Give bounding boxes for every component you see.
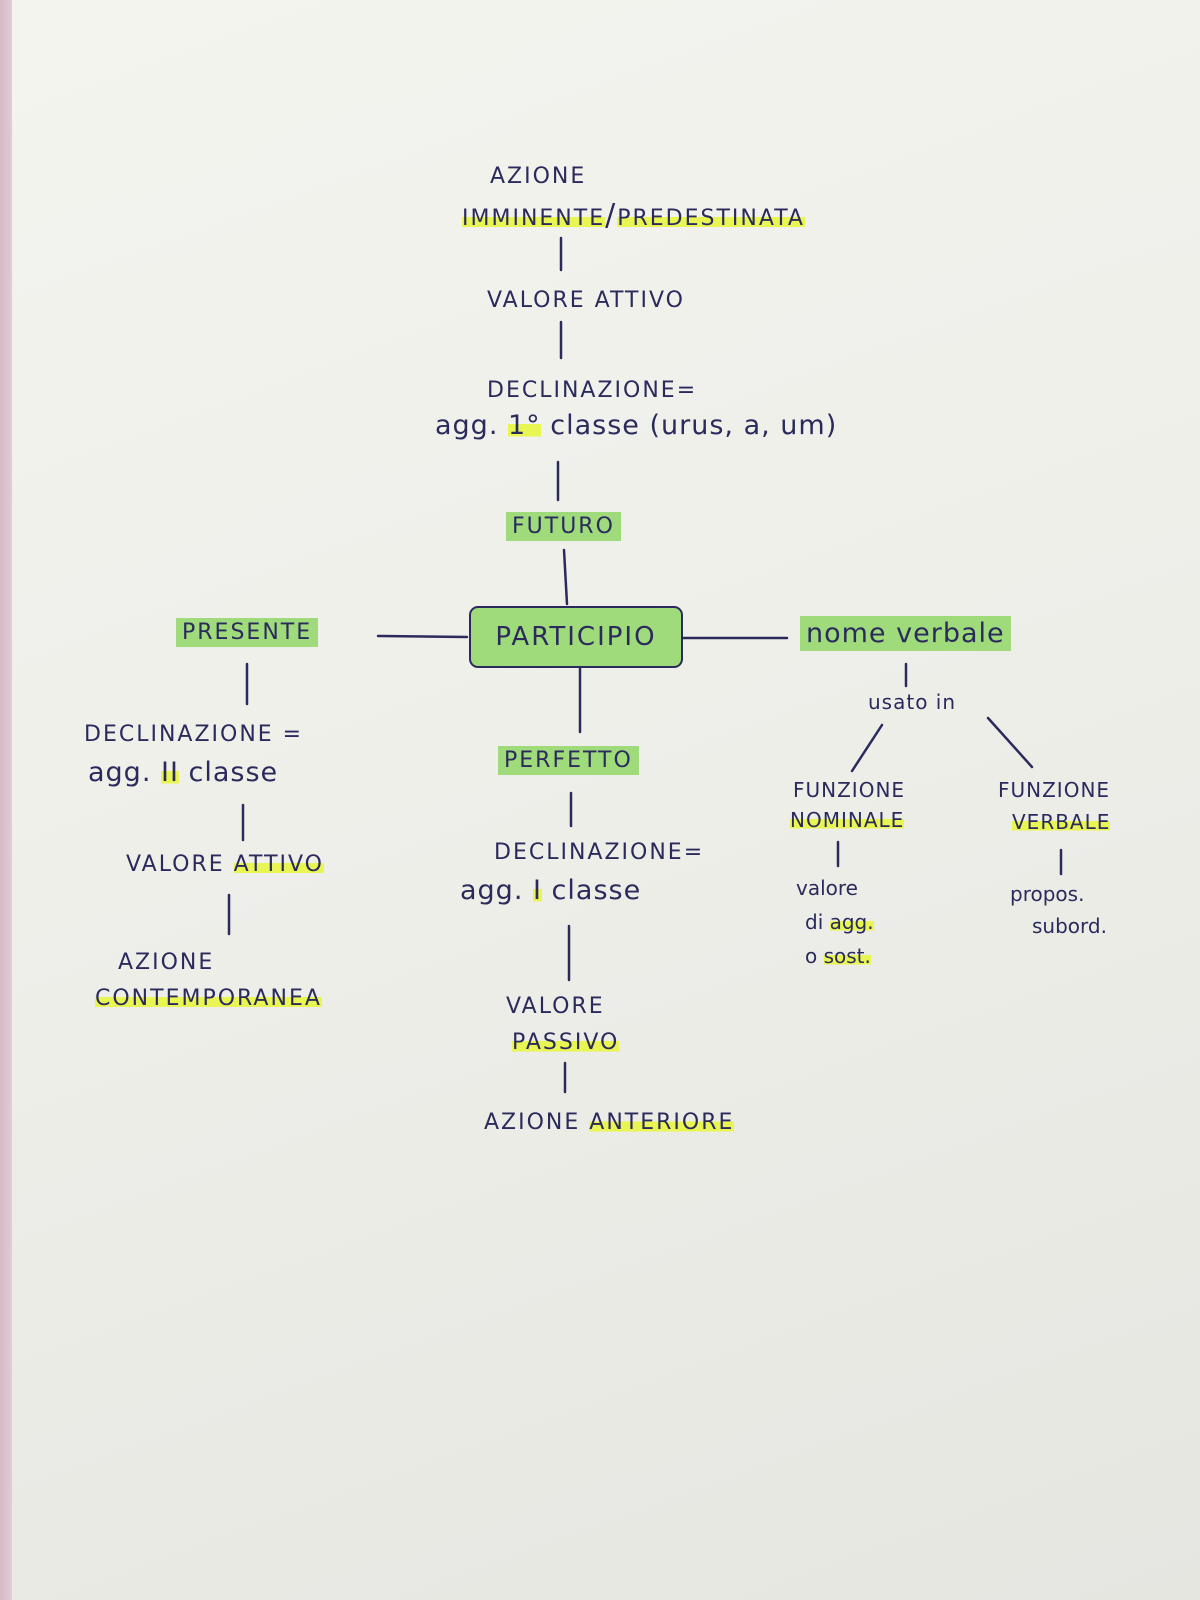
presente-azione-title: AZIONE <box>118 950 215 975</box>
futuro-azione-value: IMMINENTE/PREDESTINATA <box>462 198 805 234</box>
presente-declinazione-title: DECLINAZIONE = <box>84 722 304 747</box>
nominale-desc-line-2: di agg. <box>805 910 874 934</box>
perfetto-declinazione-agg: agg. <box>460 875 533 906</box>
nome-verbale-label: nome verbale <box>800 616 1011 651</box>
funzione-nominale-title: FUNZIONE <box>793 778 906 802</box>
participio-center-node: PARTICIPIO <box>469 606 683 668</box>
perfetto-valore-title: VALORE <box>506 994 605 1019</box>
slash-divider: / <box>605 198 618 233</box>
presente-declinazione-agg: agg. <box>88 757 161 788</box>
presente-azione-contemporanea: CONTEMPORANEA <box>95 986 322 1011</box>
perfetto-declinazione-classe-num: I <box>533 875 542 906</box>
perfetto-azione: AZIONE ANTERIORE <box>484 1110 735 1136</box>
futuro-azione-predestinata: PREDESTINATA <box>617 206 805 231</box>
presente-label-text: PRESENTE <box>176 618 319 647</box>
paper-edge <box>0 0 14 1600</box>
funzione-nominale-value: NOMINALE <box>790 808 905 832</box>
funzione-nominale-text: NOMINALE <box>790 808 905 832</box>
verbale-desc-line-2: subord. <box>1032 914 1107 938</box>
presente-azione-value: CONTEMPORANEA <box>95 986 322 1012</box>
nome-verbale-label-text: nome verbale <box>800 616 1011 651</box>
perfetto-declinazione-classe: classe <box>541 875 642 906</box>
futuro-azione-imminente: IMMINENTE <box>462 206 606 231</box>
presente-declinazione-classe: classe <box>178 757 279 788</box>
nominale-desc-sost: sost. <box>823 944 871 968</box>
presente-valore-title: VALORE <box>126 852 234 877</box>
perfetto-label-text: PERFETTO <box>498 746 639 775</box>
nominale-desc-agg: agg. <box>829 910 874 934</box>
perfetto-declinazione-value: agg. I classe <box>460 875 641 907</box>
perfetto-label: PERFETTO <box>498 746 639 775</box>
participio-label: PARTICIPIO <box>495 622 657 652</box>
futuro-declinazione-classe-num: 1° <box>508 410 541 441</box>
futuro-label: FUTURO <box>506 512 621 541</box>
perfetto-valore-passivo: PASSIVO <box>512 1030 620 1055</box>
futuro-declinazione-value: agg. 1° classe (urus, a, um) <box>435 410 837 442</box>
perfetto-azione-title: AZIONE <box>484 1110 590 1135</box>
presente-label: PRESENTE <box>176 618 319 647</box>
perfetto-declinazione-title: DECLINAZIONE= <box>494 840 705 865</box>
presente-valore-attivo: ATTIVO <box>233 852 324 877</box>
funzione-verbale-title: FUNZIONE <box>998 778 1111 802</box>
link-usato-verbale <box>986 716 1034 769</box>
futuro-declinazione-title: DECLINAZIONE= <box>487 378 698 403</box>
perfetto-valore-value: PASSIVO <box>512 1030 620 1056</box>
link-usato-nominale <box>850 723 884 773</box>
futuro-valore: VALORE ATTIVO <box>487 288 685 313</box>
nominale-desc-line-1: valore <box>796 876 858 900</box>
nominale-desc-line-3: o sost. <box>805 944 871 968</box>
presente-valore: VALORE ATTIVO <box>126 852 324 878</box>
nominale-desc-o: o <box>805 944 824 968</box>
futuro-declinazione-agg: agg. <box>435 410 508 441</box>
nome-verbale-usato: usato in <box>868 690 957 714</box>
futuro-label-text: FUTURO <box>506 512 621 541</box>
link-futuro-center <box>562 548 569 606</box>
paper-sheet <box>12 0 1200 1600</box>
verbale-desc-line-1: propos. <box>1010 882 1085 906</box>
presente-declinazione-classe-num: II <box>161 757 179 788</box>
presente-declinazione-value: agg. II classe <box>88 757 278 789</box>
nominale-desc-di: di <box>805 910 830 934</box>
futuro-azione-title: AZIONE <box>490 164 587 189</box>
funzione-verbale-text: VERBALE <box>1012 810 1111 834</box>
link-center-presente <box>376 634 469 639</box>
futuro-declinazione-classe: classe (urus, a, um) <box>540 410 838 441</box>
funzione-verbale-value: VERBALE <box>1012 810 1111 834</box>
perfetto-azione-anteriore: ANTERIORE <box>589 1110 735 1135</box>
